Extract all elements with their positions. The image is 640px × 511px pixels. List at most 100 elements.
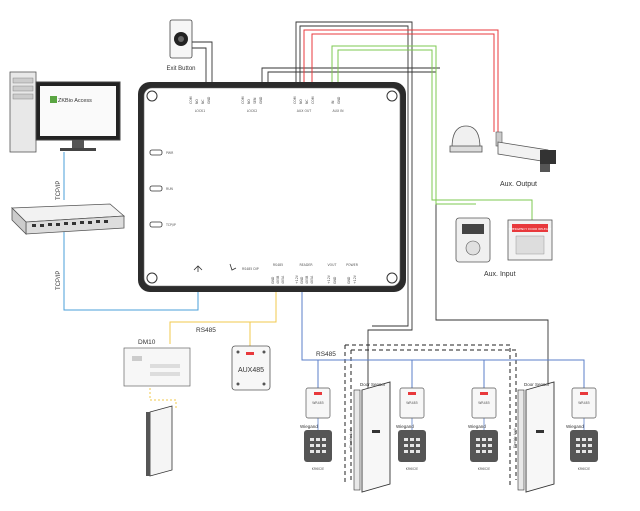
auxout-pin-2: NO <box>299 99 303 104</box>
aux-output-devices: Aux. Output <box>449 125 556 188</box>
pc-tower <box>9 71 37 153</box>
aux-input-devices: EMERGENCY DOOR RELEASE Aux. Input <box>455 217 553 278</box>
wr485-label-1: WR485 <box>312 401 323 405</box>
aux-in-green-wire <box>331 45 476 205</box>
rs485-yellow-wire <box>169 290 277 344</box>
reader-pin-4: 485A <box>310 275 314 284</box>
aux-out-red-wire-2 <box>311 33 495 132</box>
vout-group-label: VOUT <box>328 263 337 267</box>
kr602e-label-1: KR602E <box>312 467 324 471</box>
power-pin-2: +12V <box>353 274 357 284</box>
emergency-release-panel-icon: EMERGENCY DOOR RELEASE <box>507 219 553 261</box>
controller-board: LOCK1 COM NO NC GND LOCK2 COM NO SEN GND… <box>138 82 406 292</box>
auxout-pin-4: COM <box>311 96 315 104</box>
exit-button-label: Exit Button <box>166 66 195 72</box>
dm10-door-wire <box>149 388 177 410</box>
reader-group-label: READER <box>299 263 313 267</box>
door-sensor-right-label: Door Sensor <box>524 382 550 387</box>
door-sensor-left-label: Door Sensor <box>360 382 386 387</box>
reader-pin-2: GND <box>300 276 304 284</box>
terminal-reader: READER +12V GND 485B 485A <box>295 263 314 284</box>
aux-out-red-wire <box>303 29 499 132</box>
rs485-label-bottom: RS485 <box>316 351 336 358</box>
rs485-label-top: RS485 <box>196 327 216 334</box>
power-pin-1: GND <box>347 276 351 284</box>
pc-computer: ZKBio Access <box>9 71 121 153</box>
led-run: RUN <box>166 187 174 191</box>
door-right: Door Sensor Electric Lock <box>513 381 555 493</box>
dm10-module: DM10 <box>123 339 191 387</box>
exit-button-device: Exit Button <box>166 19 196 72</box>
terminal-lock1: LOCK1 COM NO NC GND <box>189 96 211 113</box>
rs485-yellow-wire-aux <box>249 321 276 346</box>
terminal-vout: VOUT +12V GND <box>327 263 337 284</box>
dip-label: RS485 DIP <box>242 267 259 271</box>
auxin-pin-2: GND <box>337 96 341 104</box>
dm10-label: DM10 <box>138 339 156 346</box>
kr602e-label-3: KR602E <box>478 467 490 471</box>
wiegand-label-4: Wiegand <box>566 424 584 429</box>
keypad-1 <box>310 438 326 453</box>
reader-unit-4: WR485 Wiegand KR602E <box>566 387 598 471</box>
terminal-lock2: LOCK2 COM NO SEN GND <box>241 96 263 113</box>
tcp-ip-label-upper: TCP/IP <box>56 181 62 200</box>
terminal-aux-in: AUX IN IN GND <box>331 96 344 113</box>
kr602e-label-4: KR602E <box>578 467 590 471</box>
exit-button-wire-2 <box>192 47 207 85</box>
lock2-pin-1: COM <box>241 96 245 104</box>
rs485-pin-1: GND <box>271 276 275 284</box>
siren-icon <box>449 125 483 153</box>
dm10-door-icon <box>146 405 173 477</box>
lock1-pin-1: COM <box>189 96 193 104</box>
tcp-ip-label-lower: TCP/IP <box>56 271 62 290</box>
rs485-pin-3: 485A <box>281 275 285 284</box>
aux-output-label: Aux. Output <box>500 181 537 188</box>
auxout-pin-1: COM <box>293 96 297 104</box>
wires <box>63 21 585 485</box>
lock1-pin-2: NO <box>195 99 199 104</box>
keypad-3 <box>476 438 492 453</box>
emergency-panel-text: EMERGENCY DOOR RELEASE <box>508 227 551 231</box>
reader-pin-1: +12V <box>295 274 299 284</box>
reader-pin-3: 485B <box>305 276 309 284</box>
wiegand-label-2: Wiegand <box>396 424 414 429</box>
door-left: Door Sensor Electric Lock <box>349 381 391 493</box>
vout-pin-2: GND <box>333 276 337 284</box>
keypad-2 <box>404 438 420 453</box>
aux-out-label: AUX OUT <box>297 109 312 113</box>
terminal-rs485: RS485 GND 485B 485A <box>271 263 285 284</box>
tcpip-line-switch-board <box>63 232 199 311</box>
lock2-pin-3: SEN <box>253 97 257 104</box>
rs485-group-label: RS485 <box>273 263 283 267</box>
wr485-label-2: WR485 <box>406 401 417 405</box>
terminal-power: POWER GND +12V <box>346 263 359 284</box>
lock2-wire-a <box>261 67 440 85</box>
rs485-blue-wire <box>301 290 585 388</box>
aux485-label: AUX485 <box>238 367 264 374</box>
rs485-pin-2: 485B <box>276 276 280 284</box>
reader-unit-1: WR485 Wiegand KR602E <box>300 387 332 471</box>
aux-in-green-wire-2 <box>337 49 533 220</box>
auxin-pin-1: IN <box>331 100 335 104</box>
wiegand-label-3: Wiegand <box>468 424 486 429</box>
board-leds: PWR RUN TCP/IP <box>149 149 176 228</box>
motion-detector-icon <box>455 217 491 263</box>
switch-ports <box>32 220 108 227</box>
network-switch <box>11 203 126 235</box>
zkbio-logo-icon <box>50 96 57 103</box>
camera-icon <box>495 131 556 172</box>
aux-in-label: AUX IN <box>332 109 344 113</box>
lock1-wire-b <box>299 25 409 327</box>
lock1-pin-4: GND <box>207 96 211 104</box>
lock2-label: LOCK2 <box>247 109 258 113</box>
electric-lock-left-label: Electric Lock <box>349 428 353 448</box>
electric-lock-right-label: Electric Lock <box>513 428 517 448</box>
exit-button-wire <box>192 41 213 85</box>
rs485-dip-icon <box>229 263 237 271</box>
board-screws <box>146 90 398 284</box>
door-sensor-dashed-left-top <box>345 344 511 485</box>
kr602e-label-2: KR602E <box>406 467 418 471</box>
lock1-label: LOCK1 <box>195 109 206 113</box>
